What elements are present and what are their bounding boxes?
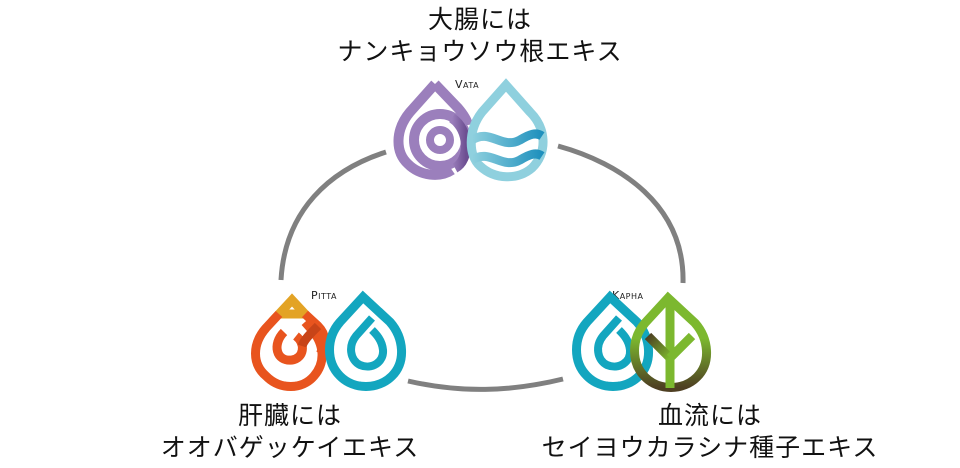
spiral-drop-icon — [393, 80, 473, 180]
kapha-caption: 血流には セイヨウカラシナ種子エキス — [520, 400, 900, 464]
cycle-ring — [278, 143, 686, 392]
pitta-name: Pitta — [311, 289, 337, 302]
ring-arc-pitta-kapha — [407, 376, 564, 392]
kapha-name: Kapha — [612, 289, 644, 302]
vata-caption: 大腸には ナンキョウソウ根エキス — [0, 4, 960, 68]
kapha-icon-group — [572, 290, 712, 392]
vata-caption-line2: ナンキョウソウ根エキス — [337, 37, 623, 66]
water-drop-icon — [572, 290, 654, 391]
ring-arc-vata-kapha — [557, 143, 686, 284]
pitta-caption-line1: 肝臓には — [237, 401, 342, 430]
ring-arc-vata-pitta — [278, 149, 387, 281]
pitta-caption-line2: オオバゲッケイエキス — [160, 433, 420, 462]
wave-drop-icon — [466, 78, 548, 182]
fire-drop-icon — [251, 293, 330, 391]
kapha-caption-line1: 血流には — [657, 401, 762, 430]
leaf-drop-icon — [630, 291, 712, 392]
kapha-caption-line2: セイヨウカラシナ種子エキス — [541, 433, 879, 462]
vata-caption-line1: 大腸には — [427, 5, 532, 34]
pitta-caption: 肝臓には オオバゲッケイエキス — [150, 400, 430, 464]
vata-name: Vata — [455, 78, 480, 91]
pitta-icon-group — [251, 290, 407, 391]
water-drop-icon — [325, 290, 407, 391]
vata-icon-group — [393, 78, 548, 182]
